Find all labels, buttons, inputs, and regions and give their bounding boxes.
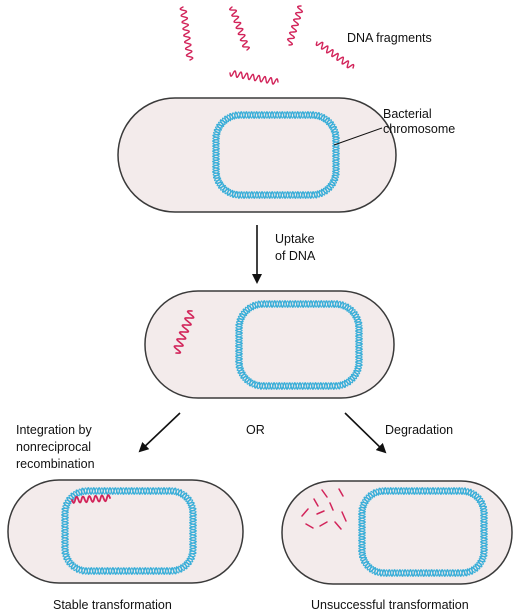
integration-label-line1: Integration by	[16, 423, 92, 437]
degraded-fragment	[341, 511, 347, 522]
chromosome-strand-b	[358, 487, 488, 577]
bacterial-label-line2: chromosome	[383, 122, 455, 136]
integration-arrow	[138, 412, 181, 453]
bacterial-cell-initial	[117, 97, 397, 213]
internalized-dna-fragment	[173, 310, 195, 354]
degraded-fragment	[301, 508, 309, 517]
degradation-label: Degradation	[385, 423, 453, 437]
dna-fragment	[229, 6, 250, 51]
bacterial-chromosome-unchanged	[358, 487, 488, 577]
bacterial-chromosome-recombinant	[61, 487, 197, 575]
degraded-fragment	[316, 510, 325, 515]
bacterial-cell-stable	[7, 479, 244, 584]
integration-label-line2: nonreciprocal	[16, 440, 91, 454]
degradation-arrow	[344, 412, 387, 454]
uptake-label-line1: Uptake	[275, 232, 315, 246]
integrated-dna-segment	[71, 494, 111, 504]
degraded-dna-fragments	[301, 488, 347, 530]
dna-fragments-label: DNA fragments	[347, 31, 432, 45]
integrated-segment-strand	[71, 494, 111, 504]
bacterial-chromosome-leader-line	[333, 127, 383, 146]
free-dna-fragments	[179, 5, 355, 85]
stable-transformation-caption: Stable transformation	[53, 598, 172, 612]
degraded-fragment	[305, 523, 314, 529]
integration-label-line3: recombination	[16, 457, 95, 471]
degraded-fragment	[329, 502, 334, 511]
uptake-label-line2: of DNA	[275, 249, 316, 263]
dna-fragment	[229, 70, 279, 85]
degraded-fragment	[313, 498, 319, 507]
degraded-fragment	[319, 521, 328, 527]
unsuccessful-transformation-caption: Unsuccessful transformation	[311, 598, 469, 612]
dna-fragment	[286, 5, 304, 46]
dna-fragment	[315, 41, 355, 69]
degraded-fragment	[321, 489, 328, 498]
chromosome-strand-b	[61, 487, 197, 575]
bacterial-cell-after-uptake	[144, 290, 395, 399]
chromosome-strand-b	[212, 111, 340, 199]
degraded-fragment	[338, 488, 344, 497]
bacterial-label-line1: Bacterial	[383, 107, 432, 121]
bacterial-chromosome-after-uptake	[235, 300, 363, 390]
bacterial-chromosome-initial	[212, 111, 340, 199]
dna-fragment	[179, 6, 194, 61]
dna-fragment	[173, 310, 195, 354]
degraded-fragment	[334, 521, 342, 530]
chromosome-strand-b	[235, 300, 363, 390]
bacterial-cell-unsuccessful	[281, 480, 513, 585]
or-label: OR	[246, 423, 265, 437]
